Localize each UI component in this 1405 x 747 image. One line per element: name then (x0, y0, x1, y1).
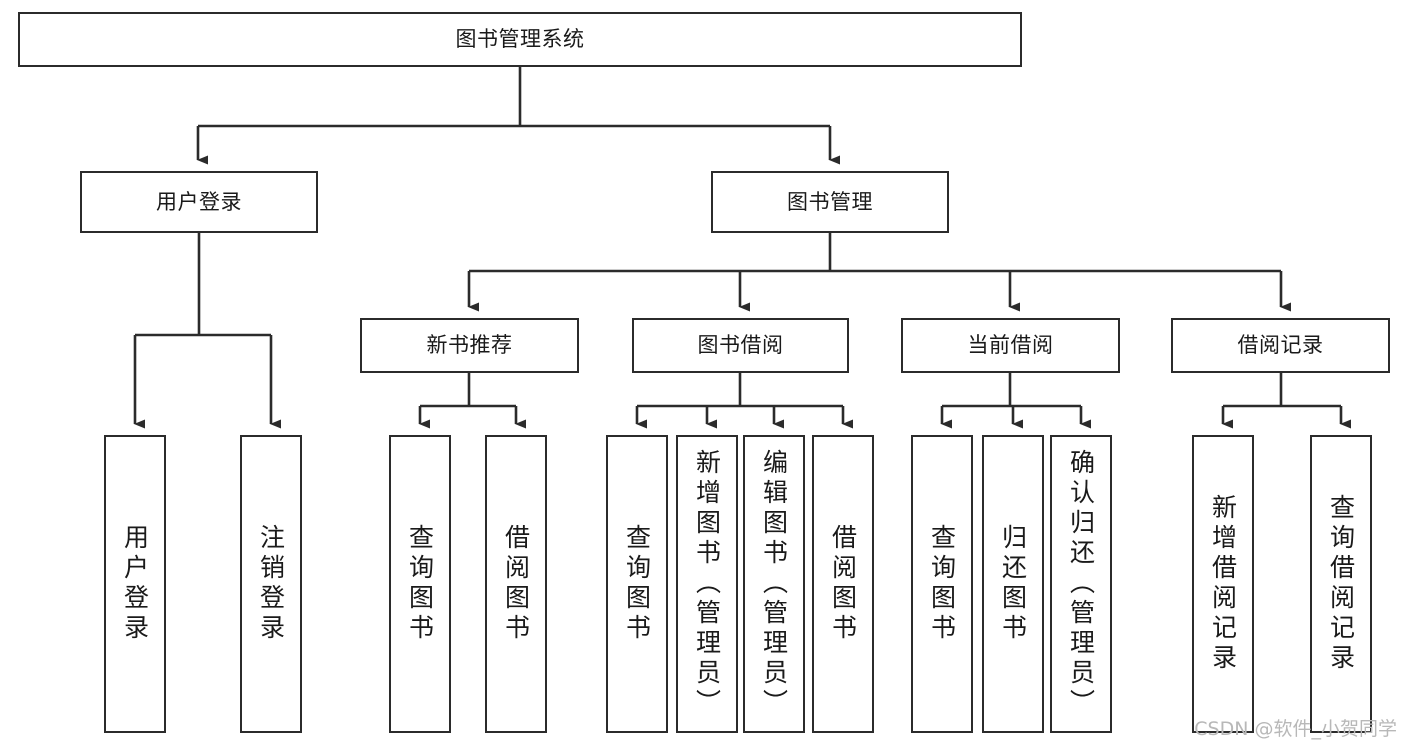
leaf-logout-login[interactable]: 注销登录 (240, 435, 302, 733)
node-root-system-label: 图书管理系统 (455, 27, 585, 52)
node-user-login-label: 用户登录 (156, 189, 242, 214)
node-book-management[interactable]: 图书管理 (711, 171, 949, 233)
node-book-borrow-label: 图书借阅 (697, 333, 784, 358)
leaf-add-book-admin[interactable]: 新增图书（管理员） (676, 435, 738, 733)
node-borrow-records-label: 借阅记录 (1237, 333, 1324, 358)
node-new-book-recommend-label: 新书推荐 (426, 333, 513, 358)
node-borrow-records[interactable]: 借阅记录 (1171, 318, 1390, 373)
node-book-management-label: 图书管理 (787, 189, 873, 214)
leaf-user-login[interactable]: 用户登录 (104, 435, 166, 733)
leaf-confirm-return-admin[interactable]: 确认归还（管理员） (1050, 435, 1112, 733)
node-current-borrow-label: 当前借阅 (967, 333, 1054, 358)
leaf-edit-book-admin[interactable]: 编辑图书（管理员） (743, 435, 805, 733)
leaf-confirm-return-admin-label: 确认归还（管理员） (1066, 449, 1096, 719)
node-new-book-recommend[interactable]: 新书推荐 (360, 318, 579, 373)
leaf-query-books-current[interactable]: 查询图书 (911, 435, 973, 733)
leaf-query-borrow-record[interactable]: 查询借阅记录 (1310, 435, 1372, 733)
node-root-system[interactable]: 图书管理系统 (18, 12, 1022, 67)
leaf-query-borrow-record-label: 查询借阅记录 (1326, 494, 1356, 674)
leaf-borrow-books-new-label: 借阅图书 (501, 524, 531, 644)
leaf-borrow-books-new[interactable]: 借阅图书 (485, 435, 547, 733)
leaf-return-books-label: 归还图书 (998, 524, 1028, 644)
leaf-add-book-admin-label: 新增图书（管理员） (692, 449, 722, 719)
leaf-query-books-borrow-label: 查询图书 (622, 524, 652, 644)
leaf-query-books-new-label: 查询图书 (405, 524, 435, 644)
leaf-user-login-label: 用户登录 (120, 524, 150, 644)
leaf-return-books[interactable]: 归还图书 (982, 435, 1044, 733)
node-book-borrow[interactable]: 图书借阅 (632, 318, 849, 373)
leaf-add-borrow-record[interactable]: 新增借阅记录 (1192, 435, 1254, 733)
leaf-logout-login-label: 注销登录 (256, 524, 286, 644)
node-current-borrow[interactable]: 当前借阅 (901, 318, 1120, 373)
csdn-watermark: CSDN @软件_小贺同学 (1194, 718, 1397, 740)
leaf-query-books-new[interactable]: 查询图书 (389, 435, 451, 733)
leaf-query-books-current-label: 查询图书 (927, 524, 957, 644)
node-user-login[interactable]: 用户登录 (80, 171, 318, 233)
leaf-borrow-books-label: 借阅图书 (828, 524, 858, 644)
leaf-query-books-borrow[interactable]: 查询图书 (606, 435, 668, 733)
leaf-add-borrow-record-label: 新增借阅记录 (1208, 494, 1238, 674)
leaf-borrow-books[interactable]: 借阅图书 (812, 435, 874, 733)
leaf-edit-book-admin-label: 编辑图书（管理员） (759, 449, 789, 719)
